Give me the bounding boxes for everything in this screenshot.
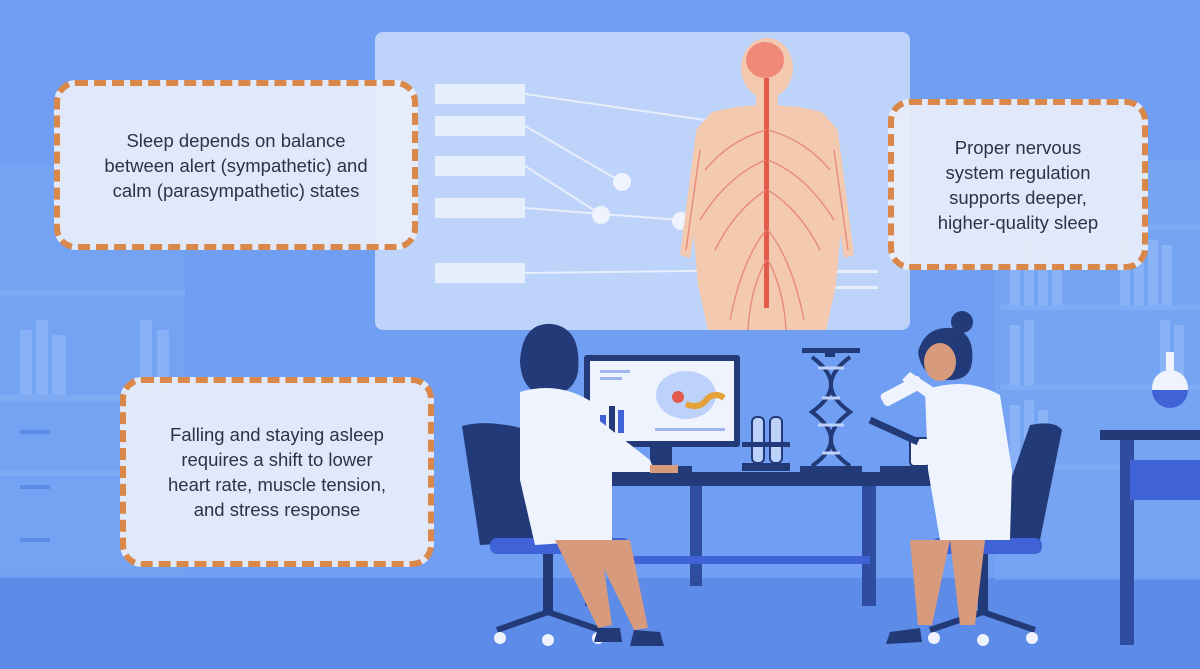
human-body-figure (680, 38, 854, 331)
callout-sleep-shift: Falling and staying asleep requires a sh… (120, 377, 434, 567)
callout-line: calm (parasympathetic) states (112, 179, 360, 201)
callout-line: supports deeper, (949, 186, 1087, 208)
left-scientist (462, 323, 678, 646)
callout-line: Sleep depends on balance (126, 129, 346, 151)
callout-line: system regulation (945, 161, 1091, 183)
dna-model (800, 348, 862, 473)
test-tube-rack (742, 416, 790, 471)
callout-line: heart rate, muscle tension, (168, 474, 386, 495)
flask (1100, 352, 1200, 645)
callout-line: higher-quality sleep (937, 211, 1099, 233)
callout-nervous-regulation: Proper nervous system regulation support… (888, 99, 1148, 270)
callout-line: Proper nervous (954, 136, 1082, 158)
callout-line: and stress response (193, 499, 361, 520)
callout-line: requires a shift to lower (181, 449, 373, 470)
computer-monitor (584, 355, 740, 473)
callout-line: Falling and staying asleep (170, 424, 384, 445)
right-scientist (886, 311, 1062, 646)
callout-autonomic-balance: Sleep depends on balance between alert (… (54, 80, 418, 250)
anatomy-screen (375, 32, 910, 331)
callout-line: between alert (sympathetic) and (104, 154, 368, 176)
